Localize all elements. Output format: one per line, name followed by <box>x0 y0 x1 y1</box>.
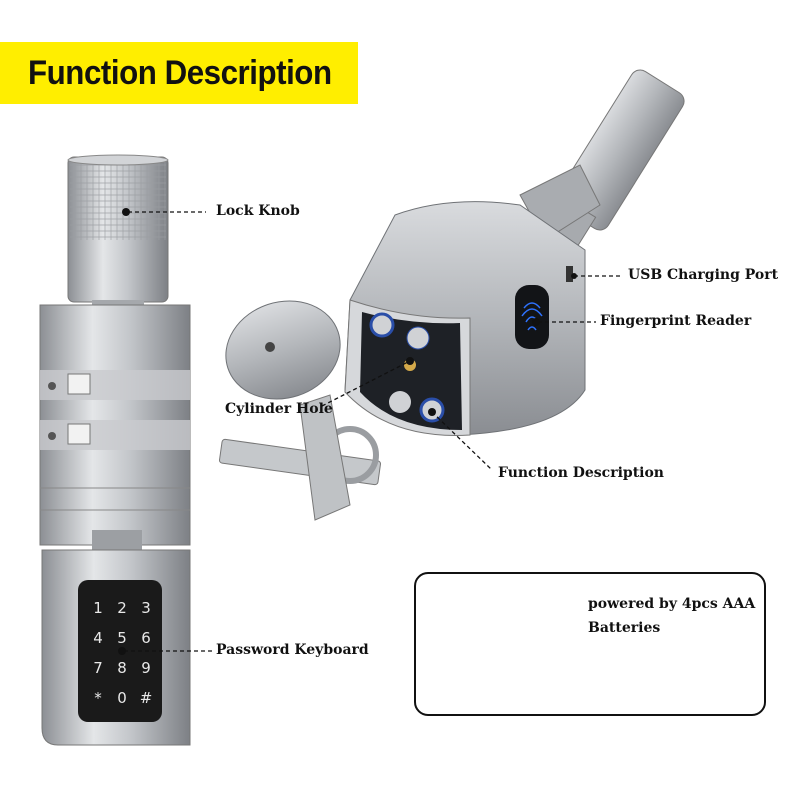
leader-lines <box>124 211 622 652</box>
keypad-key: 4 <box>93 629 103 647</box>
keypad-key: # <box>140 689 153 707</box>
battery-text-line1: powered by 4pcs AAA <box>588 596 756 612</box>
keypad-key: * <box>94 689 102 707</box>
keypad-key: 2 <box>117 599 127 617</box>
keypad-key: 6 <box>141 629 151 647</box>
callout-usb-port: USB Charging Port <box>628 267 779 283</box>
battery-text-line2: Batteries <box>588 620 661 636</box>
callout-lock-knob: Lock Knob <box>216 203 300 219</box>
page-title: Function Description <box>28 53 332 92</box>
callout-password-keyboard: Password Keyboard <box>216 642 369 658</box>
keypad-key: 3 <box>141 599 151 617</box>
title-banner: Function Description <box>0 42 358 104</box>
battery-text: powered by 4pcs AAA Batteries <box>588 592 755 640</box>
keypad-key: 7 <box>93 659 103 677</box>
left-lock <box>39 154 191 746</box>
keypad-key: 9 <box>141 659 151 677</box>
right-lock <box>218 69 685 521</box>
leader-dots <box>118 208 577 655</box>
keypad-key: 1 <box>93 599 103 617</box>
callout-fingerprint: Fingerprint Reader <box>600 313 752 329</box>
keypad-key: 5 <box>117 629 127 647</box>
keypad-key: 0 <box>117 689 127 707</box>
keypad-key: 8 <box>117 659 127 677</box>
key-icon <box>218 394 382 521</box>
callout-cylinder-hole: Cylinder Hole <box>225 401 333 417</box>
battery-info-box: powered by 4pcs AAA Batteries <box>414 572 766 716</box>
callout-function-description: Function Description <box>498 465 664 481</box>
